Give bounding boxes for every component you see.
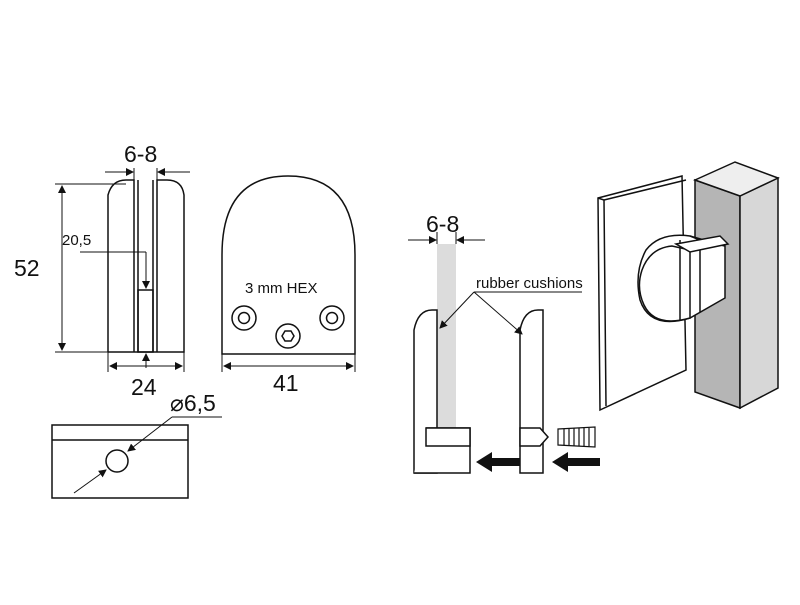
clamp-half-right (519, 309, 544, 474)
front-view (107, 179, 185, 353)
hex-socket-icon (281, 330, 295, 342)
screw-left-inner (237, 311, 251, 325)
side-plate-outline (221, 175, 356, 355)
clamp-left-nut (425, 427, 471, 447)
side-hex-label: 3 mm HEX (245, 280, 318, 297)
screw-left-outer (231, 305, 257, 331)
iso-clamp-cap (673, 235, 730, 253)
screw-right-outer (319, 305, 345, 331)
hex-screw-outer (275, 323, 301, 349)
mounting-hole (105, 449, 129, 473)
slot-base (137, 289, 154, 353)
asm-thickness-label: 6-8 (426, 211, 459, 237)
front-slot-depth-label: 20,5 (62, 232, 91, 249)
front-width-label: 24 (131, 374, 157, 400)
cushion-leader-left (439, 291, 475, 329)
cushion-leader-right (473, 291, 523, 335)
hole-dim-line-lower (73, 469, 107, 494)
side-width-label: 41 (273, 370, 299, 396)
asm-cushion-label: rubber cushions (476, 275, 583, 292)
assembly-view (413, 244, 600, 474)
hole-dim-line-upper (127, 416, 173, 452)
screw-right-inner (325, 311, 339, 325)
iso-clamp-face (638, 245, 691, 322)
front-height-label: 52 (14, 255, 40, 281)
clamp-right-countersink (519, 427, 550, 447)
assembly-arrow-left-icon (476, 452, 520, 472)
iso-post-top (692, 161, 780, 197)
bottom-plate-outline (51, 424, 189, 499)
assembly-arrow-right-icon (552, 452, 600, 472)
front-thickness-label: 6-8 (124, 141, 157, 167)
glass-panel (437, 244, 456, 430)
bottom-hole-label: ⌀6,5 (170, 390, 216, 416)
iso-glass-edge (597, 179, 687, 407)
installed-view (597, 161, 780, 412)
bolt-icon (557, 426, 596, 448)
iso-post-side (739, 176, 779, 410)
side-view (221, 175, 356, 355)
bottom-view (51, 424, 189, 499)
